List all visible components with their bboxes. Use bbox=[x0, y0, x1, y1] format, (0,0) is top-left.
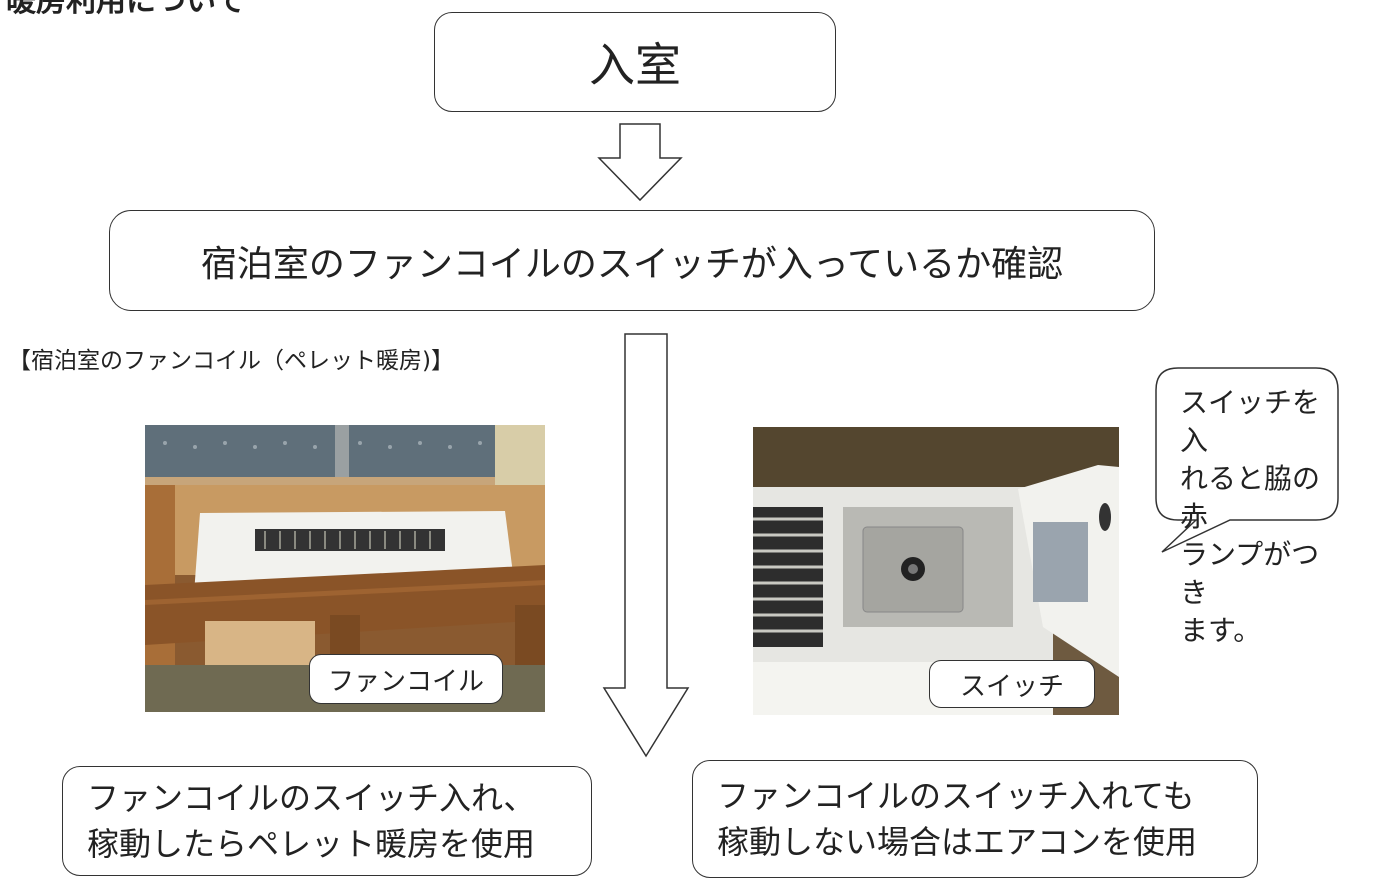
callout-line-2: れると脇の赤 bbox=[1180, 462, 1321, 533]
page-title: 暖房利用について bbox=[6, 0, 246, 19]
result-success-line-1: ファンコイルのスイッチ入れ、 bbox=[87, 779, 536, 817]
arrow-enter-to-confirm bbox=[597, 123, 683, 202]
callout-text: スイッチを入 れると脇の赤 ランプがつき ます。 bbox=[1180, 384, 1330, 650]
step-enter-label: 入室 bbox=[589, 38, 681, 92]
switch-caption: スイッチ bbox=[929, 660, 1095, 708]
result-success-box: ファンコイルのスイッチ入れ、 稼動したらペレット暖房を使用 bbox=[62, 766, 592, 876]
result-fail-box: ファンコイルのスイッチ入れても 稼動しない場合はエアコンを使用 bbox=[692, 760, 1258, 878]
callout-line-4: ます。 bbox=[1180, 614, 1262, 647]
step-confirm-label: 宿泊室のファンコイルのスイッチが入っているか確認 bbox=[200, 243, 1064, 285]
step-enter-box: 入室 bbox=[434, 12, 836, 112]
result-fail-line-1: ファンコイルのスイッチ入れても bbox=[717, 777, 1195, 815]
callout-line-3: ランプがつき bbox=[1180, 538, 1320, 609]
callout-line-1: スイッチを入 bbox=[1180, 386, 1321, 457]
callout-bubble bbox=[1155, 367, 1339, 553]
fancoil-section-label: 【宿泊室のファンコイル（ペレット暖房)】 bbox=[8, 348, 454, 374]
result-fail-line-2: 稼動しない場合はエアコンを使用 bbox=[717, 823, 1198, 861]
result-success-line-2: 稼動したらペレット暖房を使用 bbox=[87, 825, 536, 863]
arrow-confirm-to-result bbox=[602, 333, 690, 758]
switch-photo bbox=[753, 427, 1119, 715]
step-confirm-box: 宿泊室のファンコイルのスイッチが入っているか確認 bbox=[109, 210, 1155, 311]
fancoil-caption: ファンコイル bbox=[309, 654, 503, 704]
